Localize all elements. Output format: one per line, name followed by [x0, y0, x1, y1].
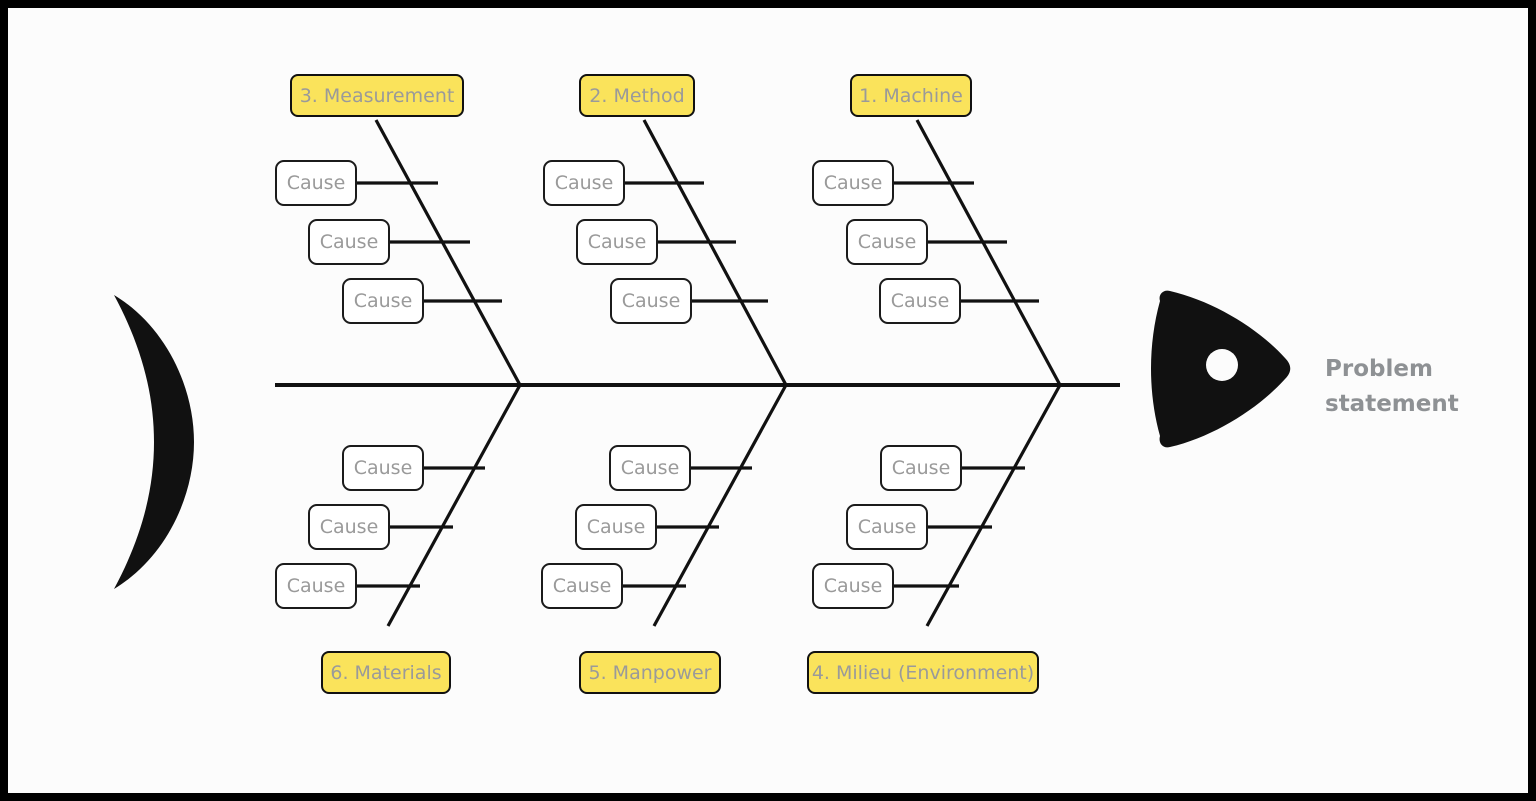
category-box-manpower[interactable]: 5. Manpower — [579, 651, 721, 694]
fish-eye-icon — [1206, 349, 1238, 381]
category-label: 5. Manpower — [588, 661, 712, 684]
cause-box-materials-2[interactable]: Cause — [308, 504, 390, 550]
cause-box-method-3[interactable]: Cause — [610, 278, 692, 324]
cause-label: Cause — [319, 231, 379, 253]
category-box-measurement[interactable]: 3. Measurement — [290, 74, 464, 117]
cause-label: Cause — [552, 575, 612, 597]
cause-box-manpower-1[interactable]: Cause — [609, 445, 691, 491]
category-label: 3. Measurement — [299, 84, 455, 107]
cause-box-measurement-3[interactable]: Cause — [342, 278, 424, 324]
category-bone-measurement — [374, 119, 522, 386]
cause-label: Cause — [823, 172, 883, 194]
category-label: 1. Machine — [859, 84, 963, 107]
category-box-method[interactable]: 2. Method — [579, 74, 695, 117]
cause-label: Cause — [353, 457, 413, 479]
category-bone-machine — [915, 119, 1062, 386]
cause-box-machine-2[interactable]: Cause — [846, 219, 928, 265]
cause-label: Cause — [621, 290, 681, 312]
cause-box-method-1[interactable]: Cause — [543, 160, 625, 206]
cause-label: Cause — [620, 457, 680, 479]
cause-box-materials-1[interactable]: Cause — [342, 445, 424, 491]
cause-label: Cause — [857, 231, 917, 253]
cause-box-measurement-1[interactable]: Cause — [275, 160, 357, 206]
category-bone-manpower — [652, 384, 788, 627]
category-label: 6. Materials — [330, 661, 442, 684]
category-bone-method — [642, 119, 788, 386]
category-bone-milieu — [925, 384, 1062, 627]
cause-box-materials-3[interactable]: Cause — [275, 563, 357, 609]
cause-box-machine-3[interactable]: Cause — [879, 278, 961, 324]
cause-label: Cause — [286, 575, 346, 597]
cause-label: Cause — [319, 516, 379, 538]
category-label: 4. Milieu (Environment) — [811, 661, 1035, 684]
cause-label: Cause — [891, 457, 951, 479]
cause-label: Cause — [586, 516, 646, 538]
cause-box-manpower-3[interactable]: Cause — [541, 563, 623, 609]
fishbone-diagram-svg — [114, 119, 1291, 627]
cause-label: Cause — [890, 290, 950, 312]
cause-box-machine-1[interactable]: Cause — [812, 160, 894, 206]
cause-label: Cause — [286, 172, 346, 194]
cause-box-milieu-2[interactable]: Cause — [846, 504, 928, 550]
category-label: 2. Method — [589, 84, 685, 107]
bones-layer — [275, 119, 1120, 627]
cause-box-manpower-2[interactable]: Cause — [575, 504, 657, 550]
fish-tail-icon — [114, 295, 194, 589]
category-box-milieu[interactable]: 4. Milieu (Environment) — [807, 651, 1039, 694]
cause-box-method-2[interactable]: Cause — [576, 219, 658, 265]
cause-label: Cause — [857, 516, 917, 538]
cause-label: Cause — [353, 290, 413, 312]
cause-label: Cause — [587, 231, 647, 253]
cause-box-measurement-2[interactable]: Cause — [308, 219, 390, 265]
cause-box-milieu-3[interactable]: Cause — [812, 563, 894, 609]
problem-statement-label: Problem statement — [1325, 356, 1459, 417]
category-box-materials[interactable]: 6. Materials — [321, 651, 451, 694]
cause-label: Cause — [554, 172, 614, 194]
cause-box-milieu-1[interactable]: Cause — [880, 445, 962, 491]
category-bone-materials — [386, 384, 522, 627]
category-box-machine[interactable]: 1. Machine — [850, 74, 972, 117]
cause-label: Cause — [823, 575, 883, 597]
